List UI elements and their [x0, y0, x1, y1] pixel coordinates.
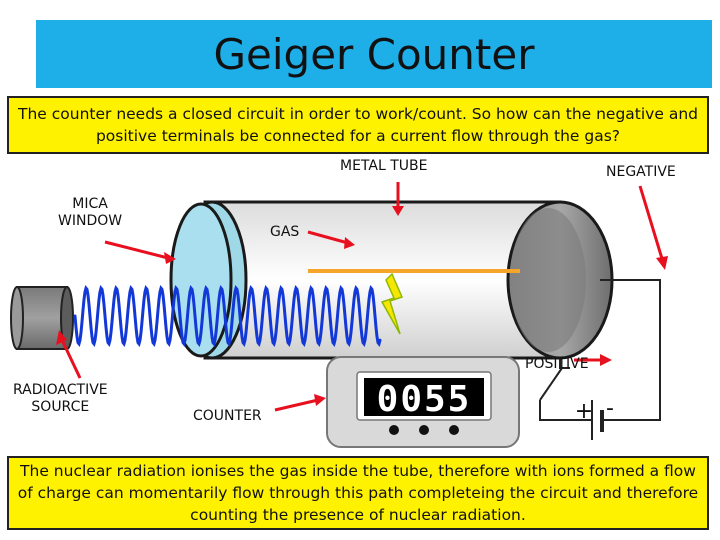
counter-display: 0055: [377, 379, 472, 420]
radiation-wave: [73, 285, 382, 347]
battery-minus-sign: -: [606, 396, 614, 421]
page-title: Geiger Counter: [213, 29, 535, 79]
title-banner: Geiger Counter: [36, 20, 712, 88]
gas-label: GAS: [270, 224, 300, 240]
counter-button-1: [389, 425, 399, 435]
circuit-wires: [539, 279, 661, 421]
ionisation-spark: [380, 272, 404, 335]
counter-label: COUNTER: [193, 408, 262, 424]
metal-tube-label: METAL TUBE: [340, 158, 428, 174]
radioactive-source: [10, 286, 74, 350]
positive-label: POSITIVE: [525, 356, 589, 372]
counter-button-3: [449, 425, 459, 435]
counter-button-2: [419, 425, 429, 435]
radioactive-source-label: RADIOACTIVE SOURCE: [13, 382, 108, 415]
battery: + -: [570, 396, 614, 440]
metal-tube: [203, 200, 614, 360]
question-text: The counter needs a closed circuit in or…: [18, 105, 698, 145]
explanation-text: The nuclear radiation ionises the gas in…: [17, 462, 699, 524]
label-arrows: [56, 182, 668, 412]
battery-plus-sign: +: [575, 399, 593, 424]
explanation-box: The nuclear radiation ionises the gas in…: [7, 456, 709, 530]
negative-label: NEGATIVE: [606, 164, 676, 180]
question-box: The counter needs a closed circuit in or…: [7, 96, 709, 154]
mica-window-label: MICA WINDOW: [58, 196, 123, 229]
counter-device: 0055: [326, 356, 520, 448]
